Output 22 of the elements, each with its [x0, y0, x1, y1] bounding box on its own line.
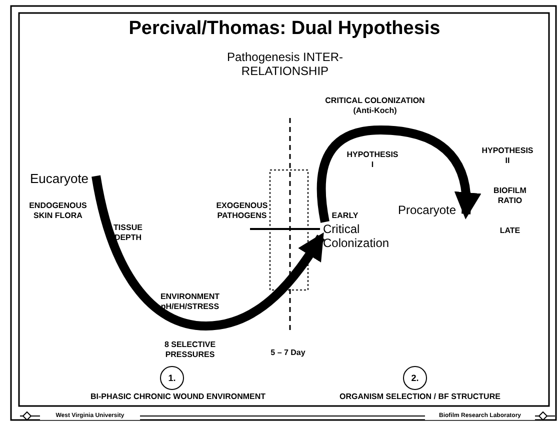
node-label: Procaryote: [398, 204, 460, 218]
title: Percival/Thomas: Dual Hypothesis: [128, 18, 442, 41]
numbered-circle: 1.: [160, 366, 184, 390]
curved-arrow: [316, 126, 480, 223]
caption-label: ORGANISM SELECTION / BF STRUCTURE: [338, 392, 502, 402]
hypothesis-label: HYPOTHESIS II: [480, 146, 534, 166]
text-label: BIOFILM RATIO: [492, 186, 528, 206]
text-label: 8 SELECTIVE PRESSURES: [163, 340, 217, 360]
text-label: LATE: [498, 226, 522, 236]
text-label: TISSUE DEPTH: [112, 223, 144, 242]
text-label: EXOGENOUS PATHOGENS: [215, 201, 269, 220]
node-label: Eucaryote: [30, 172, 92, 187]
node-label: Critical Colonization: [323, 223, 395, 251]
text-label: ENDOGENOUS SKIN FLORA: [28, 201, 88, 220]
heading-label: CRITICAL COLONIZATION (Anti-Koch): [324, 96, 426, 116]
numbered-circle: 2.: [403, 366, 427, 390]
caption-label: BI-PHASIC CHRONIC WOUND ENVIRONMENT: [89, 392, 267, 402]
text-label: 5 – 7 Day: [270, 348, 306, 358]
hypothesis-label: HYPOTHESIS I: [346, 150, 400, 170]
text-label: EARLY: [330, 211, 360, 221]
curved-arrow: [92, 175, 325, 330]
subtitle: Pathogenesis INTER-RELATIONSHIP: [226, 50, 344, 79]
